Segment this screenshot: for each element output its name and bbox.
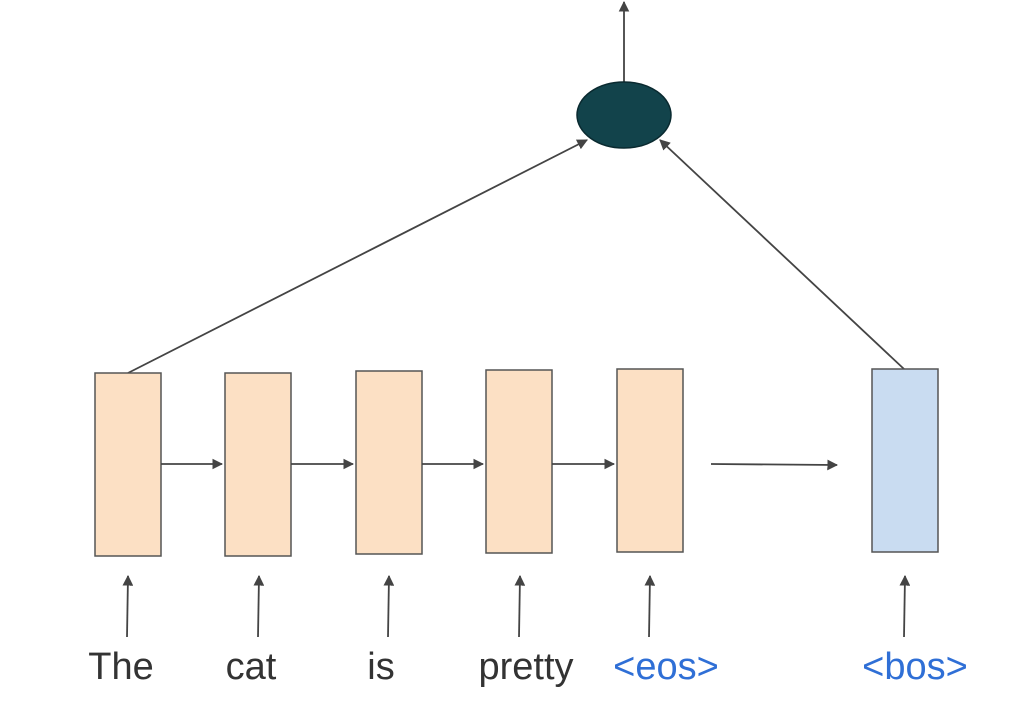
encoder-cell-3 <box>355 370 423 555</box>
decoder-cell <box>871 368 939 553</box>
context-node <box>576 81 672 149</box>
token-label-bos: <bos> <box>862 646 968 688</box>
input-arrow-1 <box>122 574 134 638</box>
input-arrow-3 <box>383 574 395 638</box>
encoder-cell-5 <box>616 368 684 553</box>
input-arrow-6 <box>899 574 911 638</box>
token-label-pretty: pretty <box>478 646 573 688</box>
token-label-eos: <eos> <box>613 646 719 688</box>
token-label-is: is <box>367 646 394 688</box>
encoder-cell-4 <box>485 369 553 554</box>
encoder-to-decoder-arrow <box>710 459 839 471</box>
input-arrow-2 <box>253 574 265 638</box>
decoder-to-context-arrow <box>659 139 905 370</box>
encoder-cell-2 <box>224 372 292 557</box>
token-label-cat: cat <box>226 646 277 688</box>
encoder-to-context-arrow <box>127 139 588 374</box>
input-arrow-4 <box>514 574 526 638</box>
input-arrow-5 <box>644 574 656 638</box>
encoder-cell-1 <box>94 372 162 557</box>
token-label-the: The <box>88 646 153 688</box>
